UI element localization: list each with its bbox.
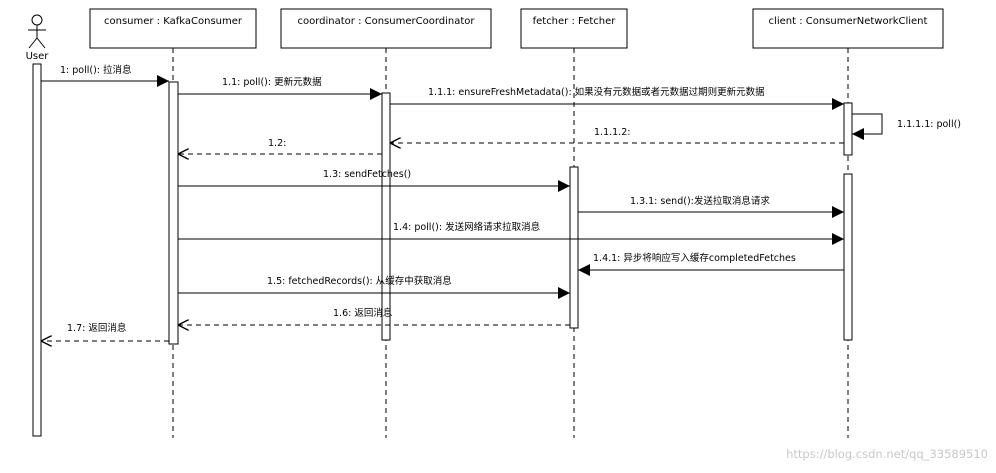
activation-coordinator (381, 92, 391, 341)
message-1-1-1-2: 1.1.1.2: (390, 127, 844, 143)
message-1-4: 1.4: poll(): 发送网络请求拉取消息 (178, 221, 844, 245)
activation-client-2 (843, 173, 853, 341)
participant-client: client : ConsumerNetworkClient (752, 8, 944, 49)
message-1-6: 1.6: 返回消息 (178, 307, 570, 325)
message-label: 1.1.1.1: poll() (897, 119, 961, 130)
watermark: https://blog.csdn.net/qq_33589510 (786, 447, 988, 461)
message-1-1: 1.1: poll(): 更新元数据 (178, 76, 382, 100)
stick-figure-icon (28, 14, 46, 49)
actor-label: User (26, 51, 50, 62)
message-label: 1.3: sendFetches() (323, 169, 411, 180)
activation-consumer (168, 81, 179, 345)
message-1-2: 1.2: (178, 138, 382, 154)
participant-consumer: consumer : KafkaConsumer (89, 8, 257, 49)
activation-fetcher (569, 166, 579, 329)
message-label: 1.6: 返回消息 (333, 307, 392, 319)
activation-client-1 (843, 102, 853, 156)
message-label: 1.1.1: ensureFreshMetadata(): 如果没有元数据或者元… (428, 86, 765, 98)
message-label: 1.4: poll(): 发送网络请求拉取消息 (393, 221, 540, 233)
participant-label: coordinator : ConsumerCoordinator (297, 16, 475, 27)
message-label: 1.7: 返回消息 (67, 322, 126, 334)
message-label: 1.1: poll(): 更新元数据 (222, 76, 322, 88)
participant-label: fetcher : Fetcher (533, 16, 617, 27)
participant-coordinator: coordinator : ConsumerCoordinator (280, 8, 492, 49)
message-label: 1.5: fetchedRecords(): 从缓存中获取消息 (267, 275, 452, 287)
participant-fetcher: fetcher : Fetcher (520, 8, 628, 49)
message-1-5: 1.5: fetchedRecords(): 从缓存中获取消息 (178, 275, 570, 299)
message-1: 1: poll(): 拉消息 (41, 64, 169, 87)
participant-label: client : ConsumerNetworkClient (769, 16, 928, 27)
message-1-4-1: 1.4.1: 异步将响应写入缓存completedFetches (578, 252, 844, 276)
participant-label: consumer : KafkaConsumer (104, 16, 243, 27)
user-actor: User (26, 14, 50, 62)
message-1-1-1-1: 1.1.1.1: poll() (852, 113, 961, 140)
activation-user (32, 63, 42, 437)
message-label: 1.4.1: 异步将响应写入缓存completedFetches (593, 252, 796, 264)
message-label: 1.2: (268, 138, 286, 149)
message-1-7: 1.7: 返回消息 (41, 322, 169, 341)
message-label: 1.3.1: send():发送拉取消息请求 (630, 195, 770, 207)
message-label: 1.1.1.2: (594, 127, 630, 138)
message-1-3: 1.3: sendFetches() (178, 169, 570, 192)
message-1-1-1: 1.1.1: ensureFreshMetadata(): 如果没有元数据或者元… (390, 86, 844, 110)
message-label: 1: poll(): 拉消息 (60, 64, 132, 76)
message-1-3-1: 1.3.1: send():发送拉取消息请求 (578, 195, 844, 218)
